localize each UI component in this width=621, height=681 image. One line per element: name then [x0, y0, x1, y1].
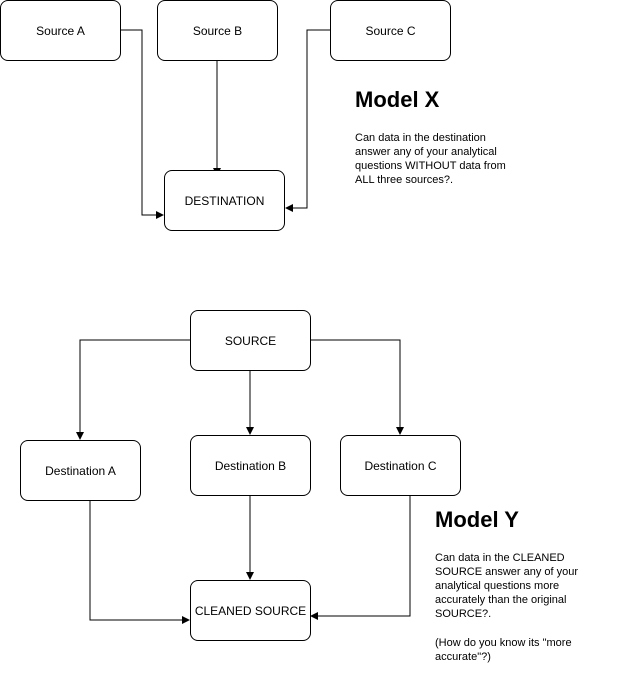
node-source[interactable]: SOURCE: [190, 310, 311, 371]
model-x-question: Can data in the destination answer any o…: [355, 132, 506, 186]
edge-source-a-to-destination: [120, 29, 164, 219]
node-source-a[interactable]: Source A: [0, 0, 121, 61]
model-x-title: Model X: [355, 87, 440, 112]
edge-source-to-destination-a: [76, 339, 190, 440]
model-y-accuracy-note: (How do you know its "more accurate"?): [435, 637, 572, 663]
node-destination-b[interactable]: Destination B: [190, 435, 311, 496]
model-y-question: Can data in the CLEANED SOURCE answer an…: [435, 552, 579, 620]
edge-source-to-destination-c: [310, 339, 404, 435]
node-source-c[interactable]: Source C: [330, 0, 451, 61]
node-destination-a[interactable]: Destination A: [20, 440, 141, 501]
model-y-title: Model Y: [435, 507, 519, 532]
node-cleaned-source[interactable]: CLEANED SOURCE: [190, 580, 311, 641]
node-destination[interactable]: DESTINATION: [164, 170, 285, 231]
edge-source-c-to-destination: [285, 29, 330, 212]
edge-destination-a-to-cleaned-source: [89, 500, 190, 624]
node-destination-c[interactable]: Destination C: [340, 435, 461, 496]
node-source-b[interactable]: Source B: [157, 0, 278, 61]
edge-destination-c-to-cleaned-source: [310, 495, 411, 620]
